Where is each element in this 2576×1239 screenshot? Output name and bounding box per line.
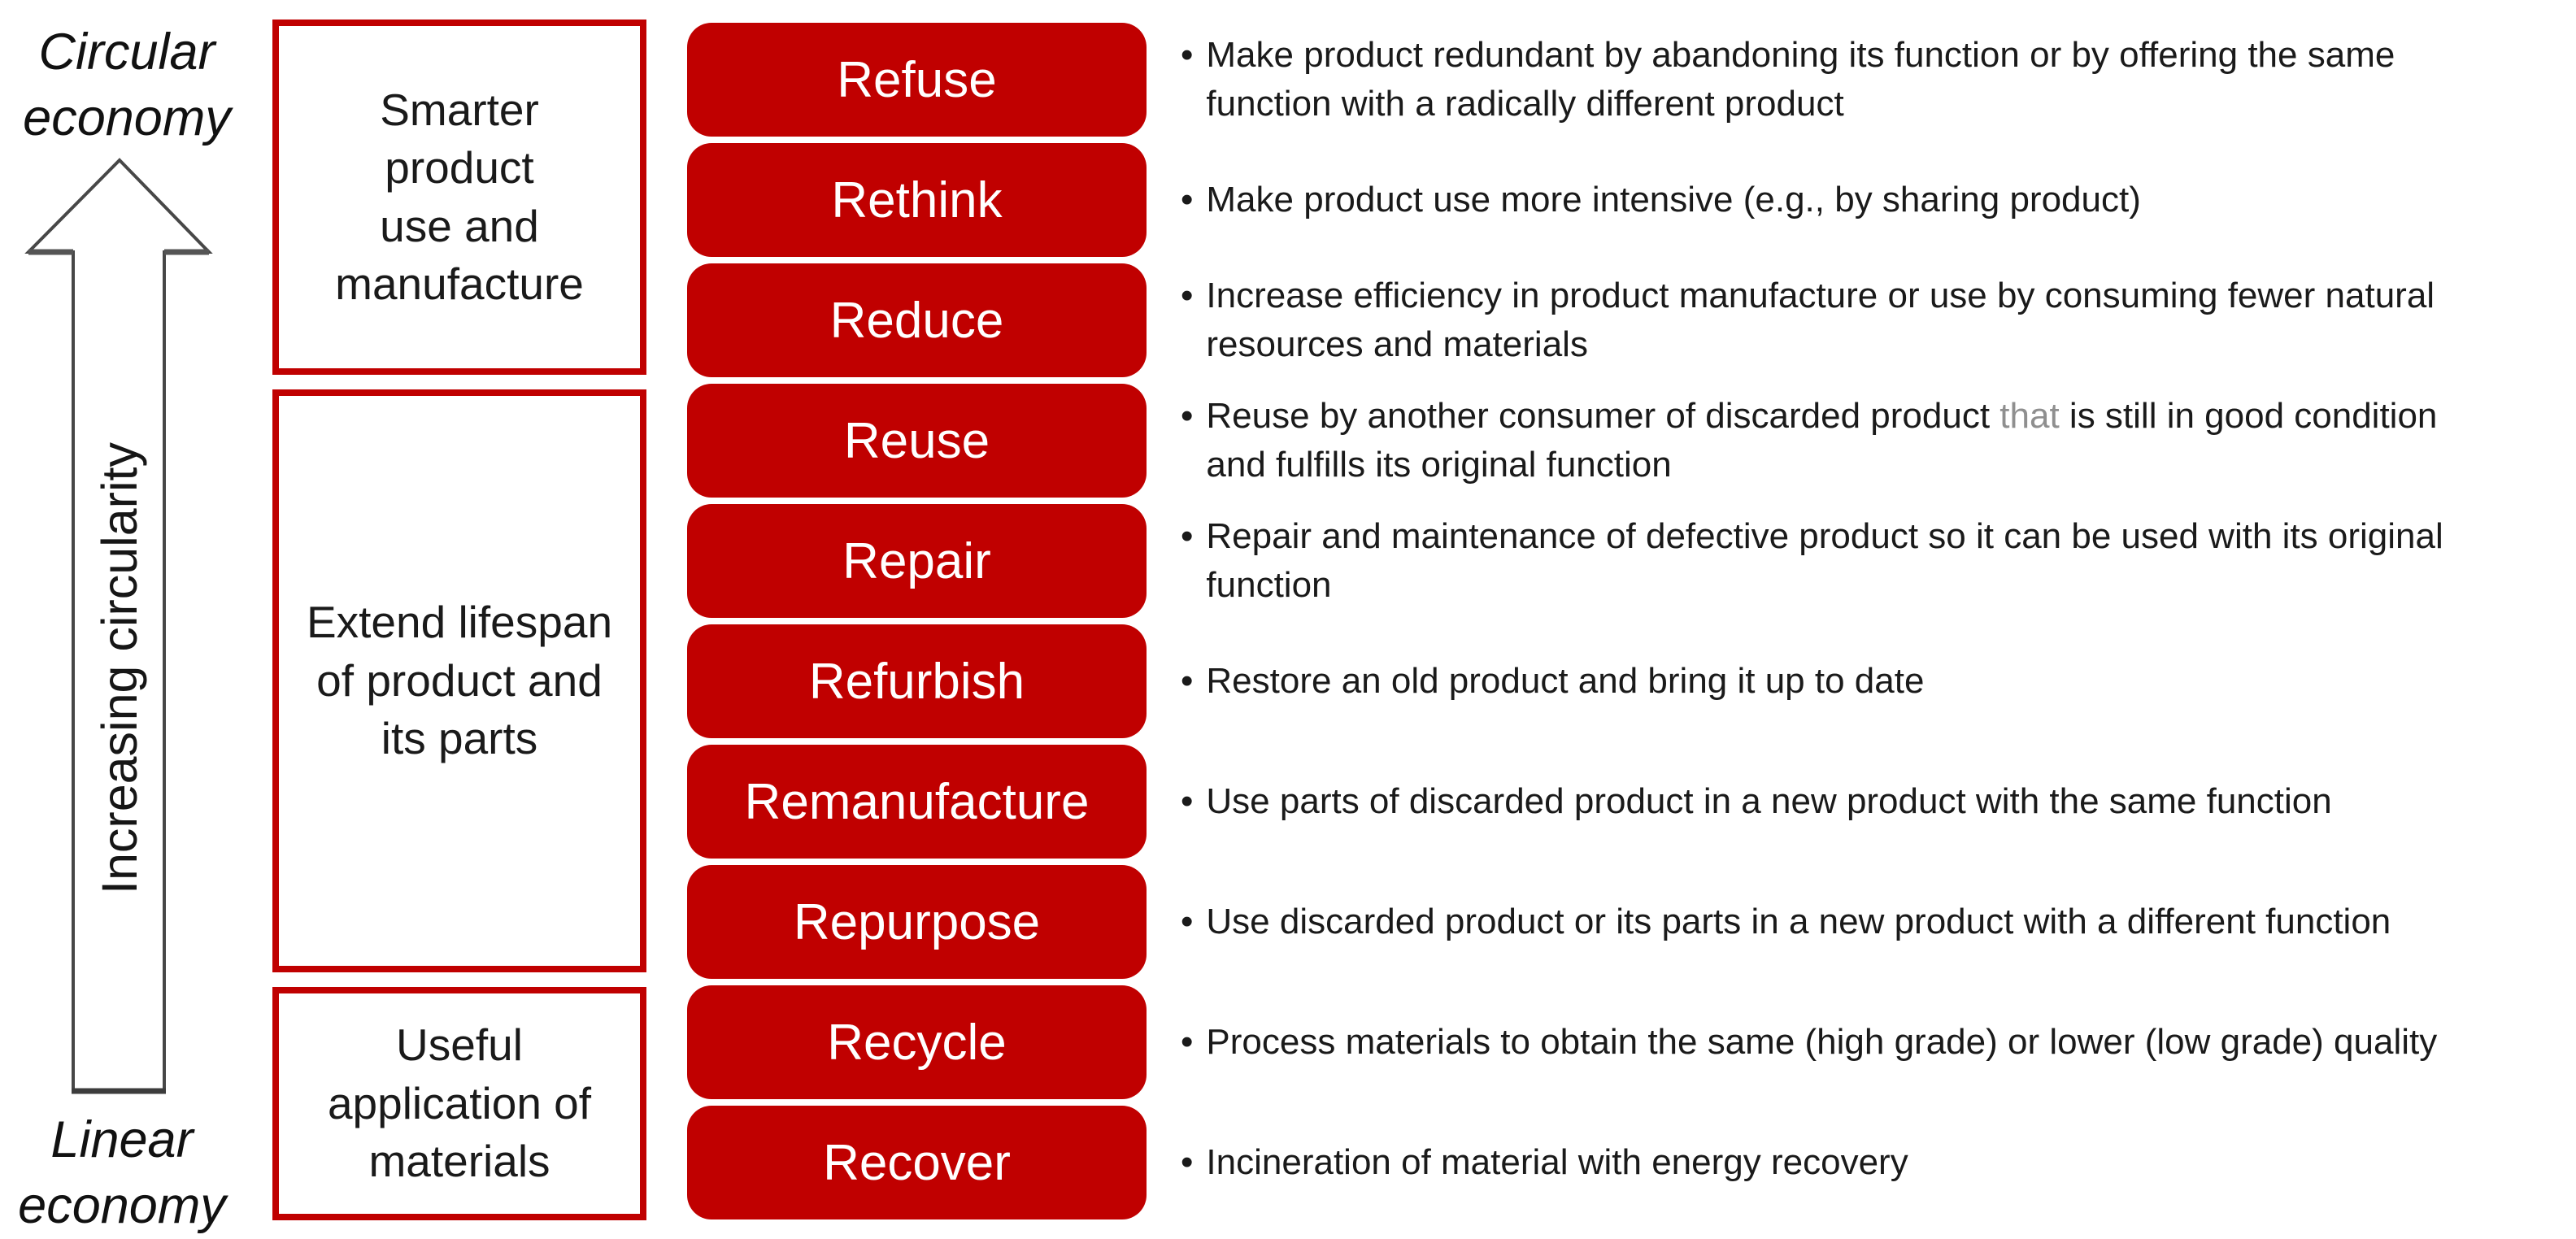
group-label: Extend lifespan of product and its parts [306, 597, 613, 764]
bullet-marker: • [1181, 276, 1194, 316]
strategy-description: • Repair and maintenance of defective pr… [1181, 512, 2443, 610]
group-box-useful-application: Useful application of materials [272, 987, 646, 1220]
strategy-description-text: Make product redundant by abandoning its… [1206, 31, 2395, 128]
description-segment: Use parts of discarded product in a new … [1206, 781, 2332, 822]
strategy-description-row: • Restore an old product and bring it up… [1181, 624, 2568, 738]
bullet-marker: • [1181, 396, 1194, 437]
strategy-description-text: Incineration of material with energy rec… [1206, 1138, 1908, 1187]
description-segment: is still in good condition and fulfills … [1206, 396, 2438, 485]
strategy-description-row: • Repair and maintenance of defective pr… [1181, 504, 2568, 618]
description-segment: Incineration of material with energy rec… [1206, 1142, 1908, 1183]
strategy-description: • Use parts of discarded product in a ne… [1181, 777, 2332, 826]
strategy-label: Repurpose [793, 893, 1041, 950]
strategy-label: Rethink [831, 172, 1003, 228]
strategy-label: Reuse [843, 412, 990, 469]
strategy-description: • Increase efficiency in product manufac… [1181, 272, 2435, 369]
strategy-label: Recycle [827, 1014, 1007, 1071]
strategy-label: Remanufacture [744, 773, 1090, 830]
group-label: Useful application of materials [327, 1019, 592, 1187]
bullet-marker: • [1181, 902, 1194, 942]
group-label: Smarter product use and manufacture [335, 84, 584, 310]
strategy-pill: Repurpose [687, 865, 1147, 979]
strategy-description: • Process materials to obtain the same (… [1181, 1018, 2437, 1067]
strategy-description-text: Reuse by another consumer of discarded p… [1206, 392, 2437, 489]
bullet-marker: • [1181, 1142, 1194, 1183]
strategy-label: Refurbish [808, 653, 1025, 710]
strategy-label: Refuse [837, 51, 997, 108]
group-box-extend-lifespan: Extend lifespan of product and its parts [272, 389, 646, 972]
bullet-marker: • [1181, 516, 1194, 557]
strategy-description-text: Make product use more intensive (e.g., b… [1206, 176, 2140, 224]
strategy-description-row: • Process materials to obtain the same (… [1181, 985, 2568, 1099]
description-segment: Reuse by another consumer of discarded p… [1206, 396, 2000, 437]
strategy-pill: Recover [687, 1106, 1147, 1219]
group-box-smarter-product-use: Smarter product use and manufacture [272, 20, 646, 375]
strategy-pill: Repair [687, 504, 1147, 618]
strategy-description: • Use discarded product or its parts in … [1181, 898, 2391, 946]
strategy-pill: Remanufacture [687, 745, 1147, 859]
description-segment: Restore an old product and bring it up t… [1206, 661, 1925, 702]
strategy-description-row: • Increase efficiency in product manufac… [1181, 263, 2568, 377]
strategy-description-text: Restore an old product and bring it up t… [1206, 657, 1924, 706]
circular-economy-label: Circular economy [23, 24, 231, 146]
strategy-description-row: • Incineration of material with energy r… [1181, 1106, 2568, 1219]
strategy-description-text: Process materials to obtain the same (hi… [1206, 1018, 2437, 1067]
description-segment: Make product redundant by abandoning its… [1206, 35, 2395, 124]
linear-economy-label: Linear economy [18, 1111, 226, 1234]
strategy-description-row: • Reuse by another consumer of discarded… [1181, 384, 2568, 498]
description-segment-muted: that [1999, 396, 2060, 437]
strategy-description-text: Repair and maintenance of defective prod… [1206, 512, 2443, 610]
strategy-description: • Make product redundant by abandoning i… [1181, 31, 2395, 128]
description-segment: Repair and maintenance of defective prod… [1206, 516, 2443, 605]
strategy-label: Repair [842, 533, 991, 589]
strategy-description: • Restore an old product and bring it up… [1181, 657, 1924, 706]
strategy-description-text: Increase efficiency in product manufactu… [1206, 272, 2435, 369]
strategy-pill: Refuse [687, 23, 1147, 137]
strategy-pill: Rethink [687, 143, 1147, 257]
strategy-description-text: Use discarded product or its parts in a … [1206, 898, 2391, 946]
bullet-marker: • [1181, 1022, 1194, 1063]
bullet-marker: • [1181, 35, 1194, 76]
strategy-description-row: • Make product use more intensive (e.g.,… [1181, 143, 2568, 257]
strategy-label: Recover [823, 1134, 1011, 1191]
bullet-marker: • [1181, 180, 1194, 220]
strategy-pill: Refurbish [687, 624, 1147, 738]
description-segment: Increase efficiency in product manufactu… [1206, 276, 2435, 364]
description-segment: Process materials to obtain the same (hi… [1206, 1022, 2438, 1063]
strategy-pill: Reduce [687, 263, 1147, 377]
strategy-description-row: • Use parts of discarded product in a ne… [1181, 745, 2568, 859]
description-segment: Make product use more intensive (e.g., b… [1206, 180, 2141, 220]
strategy-description: • Incineration of material with energy r… [1181, 1138, 1908, 1187]
strategy-label: Reduce [829, 292, 1004, 349]
strategy-description-row: • Make product redundant by abandoning i… [1181, 23, 2568, 137]
strategy-pill: Recycle [687, 985, 1147, 1099]
bullet-marker: • [1181, 781, 1194, 822]
strategy-description-text: Use parts of discarded product in a new … [1206, 777, 2331, 826]
strategy-description: • Make product use more intensive (e.g.,… [1181, 176, 2141, 224]
strategy-pill: Reuse [687, 384, 1147, 498]
increasing-circularity-label: Increasing circularity [92, 442, 147, 894]
bullet-marker: • [1181, 661, 1194, 702]
strategy-description-row: • Use discarded product or its parts in … [1181, 865, 2568, 979]
strategy-description: • Reuse by another consumer of discarded… [1181, 392, 2437, 489]
description-segment: Use discarded product or its parts in a … [1206, 902, 2391, 942]
